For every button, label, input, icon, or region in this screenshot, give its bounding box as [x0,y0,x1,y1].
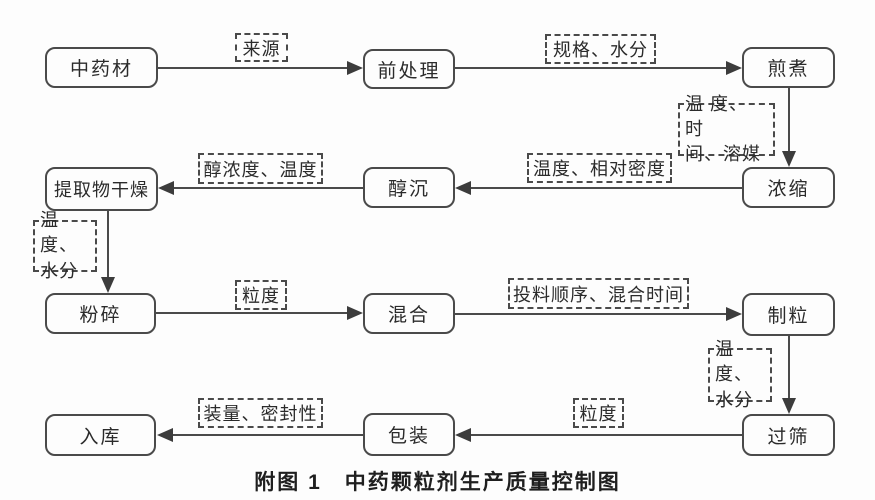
control-label-source: 来源 [235,33,288,62]
arrow-line [107,211,109,279]
node-crushing: 粉碎 [45,293,156,334]
control-label-spec-moisture: 规格、水分 [545,34,656,64]
arrow-line [788,88,790,152]
arrowhead-right-icon [347,306,363,320]
node-granulation: 制粒 [742,293,835,336]
control-label-fill-seal: 装量、密封性 [198,398,323,428]
arrow-line [172,434,363,436]
arrowhead-left-icon [158,181,174,195]
node-warehousing: 入库 [45,414,156,456]
arrowhead-right-icon [726,61,742,75]
arrowhead-down-icon [782,398,796,414]
arrow-line [455,67,727,69]
node-sieving: 过筛 [742,414,835,456]
control-label-temp-moisture-right: 温 度、 水分 [708,339,772,410]
arrow-line [788,336,790,399]
control-label-particle-size-1: 粒度 [235,280,287,310]
node-mixing: 混合 [363,293,455,334]
control-label-temp-relative-density: 温度、相对密度 [527,153,672,183]
arrow-line [455,313,727,315]
node-pretreatment: 前处理 [363,49,455,89]
arrowhead-down-icon [782,151,796,167]
control-label-particle-size-2: 粒度 [573,398,624,428]
arrowhead-right-icon [726,307,742,321]
arrowhead-left-icon [455,181,471,195]
control-label-feed-order-mix-time: 投料顺序、混合时间 [508,278,689,309]
node-raw-material: 中药材 [45,47,158,88]
node-concentration: 浓缩 [742,167,835,208]
arrow-line [470,187,742,189]
control-label-temp-time-solvent: 温 度、 时 间、溶媒 [678,94,775,164]
arrowhead-left-icon [455,428,471,442]
arrowhead-left-icon [157,428,173,442]
control-label-alcohol-conc-temp: 醇浓度、温度 [198,153,323,184]
arrowhead-down-icon [101,277,115,293]
arrow-line [158,67,349,69]
arrowhead-right-icon [347,61,363,75]
node-decoction: 煎煮 [742,47,835,88]
arrow-line [156,312,348,314]
node-extract-drying: 提取物干燥 [45,167,158,211]
node-packaging: 包装 [363,413,455,456]
control-label-temp-moisture-left: 温 度、 水分 [33,210,97,281]
arrow-line [470,434,742,436]
arrow-line [173,187,363,189]
figure-caption: 附图 1 中药颗粒剂生产质量控制图 [254,471,621,494]
node-alcohol-precipitation: 醇沉 [363,167,455,208]
